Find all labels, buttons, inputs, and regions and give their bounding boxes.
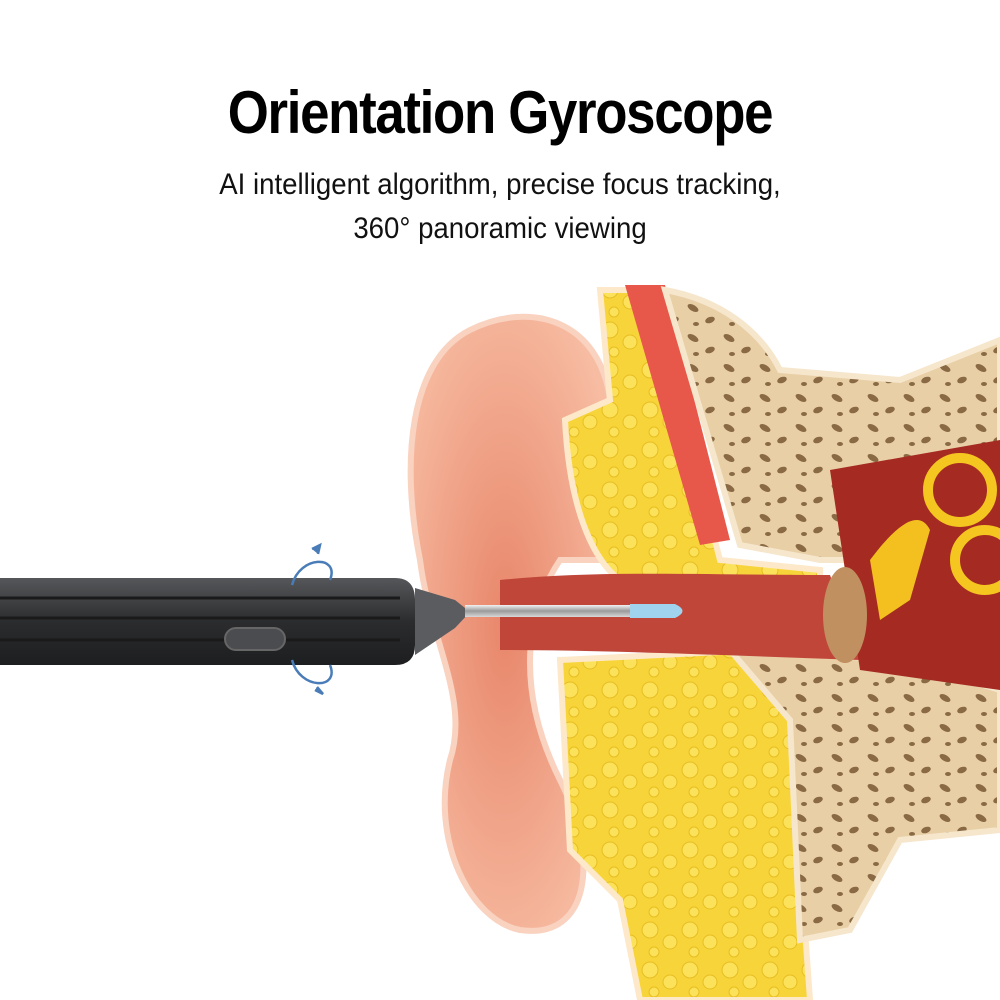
cochlea [923, 453, 997, 527]
eardrum [823, 567, 867, 663]
muscle [625, 285, 730, 545]
probe-rod [465, 605, 645, 617]
probe-tip [630, 604, 683, 618]
ossicles [870, 520, 930, 620]
headline: Orientation Gyroscope [227, 79, 774, 146]
rotation-arrows-icon [290, 542, 333, 696]
otoscope-device [0, 578, 683, 665]
fat-tissue-upper [561, 287, 823, 593]
power-button [224, 627, 286, 651]
subtitle-line-2: 360° panoramic viewing [353, 212, 647, 245]
ear-canal [500, 573, 860, 660]
subtitle-line-1: AI intelligent algorithm, precise focus … [219, 168, 781, 201]
